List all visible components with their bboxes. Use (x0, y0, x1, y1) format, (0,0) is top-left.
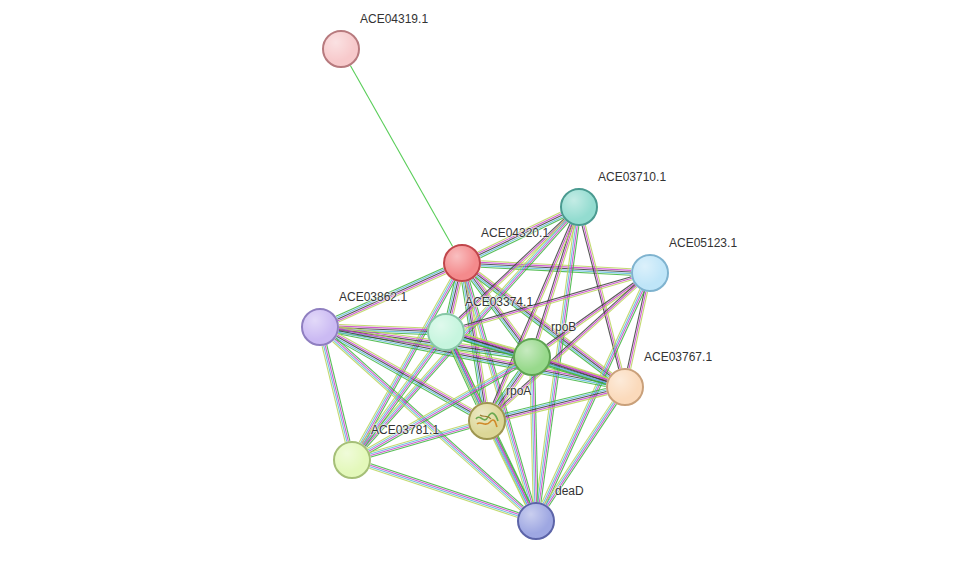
node-shine (608, 370, 642, 404)
interaction-edge (463, 334, 514, 355)
evidence-line (465, 335, 608, 379)
evidence-line (367, 364, 514, 448)
evidence-line (498, 437, 530, 503)
evidence-line (496, 438, 528, 504)
protein-node: ACE04319.1 (322, 30, 360, 68)
node-label: ACE04320.1 (481, 226, 549, 240)
interaction-edge (322, 345, 350, 442)
interaction-edge (481, 261, 631, 275)
evidence-line (369, 468, 517, 517)
evidence-line (495, 438, 527, 504)
node-shine (470, 404, 504, 438)
evidence-line (371, 464, 519, 513)
evidence-line (336, 268, 443, 316)
node-shine (519, 504, 553, 538)
evidence-line (324, 346, 347, 442)
evidence-line (545, 402, 613, 504)
evidence-line (370, 369, 517, 453)
node-shine (303, 310, 337, 344)
interaction-edge (370, 424, 470, 457)
interaction-edge (447, 281, 461, 314)
interaction-edge (547, 283, 636, 348)
evidence-line (549, 366, 606, 384)
interaction-edge (549, 360, 608, 384)
evidence-line (337, 271, 444, 319)
node-shine (515, 340, 549, 374)
evidence-line (547, 403, 615, 505)
interaction-edge (336, 268, 446, 322)
interaction-edge (493, 437, 530, 505)
node-label: ACE03767.1 (644, 350, 712, 364)
protein-node: deaD (517, 502, 555, 540)
evidence-line (325, 345, 348, 441)
evidence-line (336, 338, 524, 507)
node-label: rpoB (551, 320, 576, 334)
node-shine (445, 246, 479, 280)
interaction-edge (545, 402, 617, 507)
evidence-line (478, 214, 561, 254)
evidence-line (550, 363, 607, 381)
node-shine (324, 32, 358, 66)
protein-node: ACE04320.1 (443, 244, 481, 282)
interaction-edge (350, 66, 452, 247)
interaction-edge (369, 464, 518, 518)
evidence-line (322, 346, 345, 442)
interaction-edge (367, 364, 516, 452)
interaction-edge (464, 277, 632, 329)
interaction-edge (338, 326, 513, 357)
evidence-line (370, 467, 518, 516)
protein-node: rpoA (468, 402, 506, 440)
interaction-edge (463, 335, 608, 385)
evidence-line (370, 465, 518, 514)
evidence-line (350, 66, 452, 247)
evidence-line (550, 364, 607, 382)
node-shine (335, 443, 369, 477)
evidence-line (464, 338, 607, 382)
evidence-line (551, 361, 608, 379)
evidence-line (337, 269, 444, 317)
evidence-line (481, 266, 631, 274)
evidence-line (465, 336, 608, 380)
protein-node: ACE03374.1 (427, 313, 465, 351)
protein-node: ACE03767.1 (606, 368, 644, 406)
protein-node: ACE03710.1 (560, 188, 598, 226)
node-label: ACE05123.1 (669, 236, 737, 250)
evidence-line (478, 212, 561, 252)
protein-node: ACE03862.1 (301, 308, 339, 346)
node-label: ACE03710.1 (598, 170, 666, 184)
evidence-line (370, 424, 468, 452)
evidence-line (338, 272, 445, 320)
evidence-line (333, 341, 521, 510)
evidence-line (549, 404, 617, 506)
protein-node: ACE05123.1 (631, 254, 669, 292)
node-label: ACE04319.1 (360, 12, 428, 26)
evidence-line (546, 402, 614, 504)
node-label: rpoA (506, 384, 531, 398)
evidence-line (368, 366, 515, 450)
evidence-line (369, 367, 516, 451)
evidence-line (464, 277, 631, 325)
node-label: ACE03374.1 (465, 295, 533, 309)
node-label: ACE03781.1 (371, 423, 439, 437)
protein-node: rpoB (513, 338, 551, 376)
evidence-line (506, 395, 607, 420)
evidence-line (545, 291, 643, 504)
node-shine (429, 315, 463, 349)
node-shine (562, 190, 596, 224)
node-shine (633, 256, 667, 290)
protein-node: ACE03781.1 (333, 441, 371, 479)
evidence-line (327, 345, 350, 441)
evidence-line (493, 439, 525, 505)
node-label: deaD (555, 484, 584, 498)
node-label: ACE03862.1 (339, 290, 407, 304)
